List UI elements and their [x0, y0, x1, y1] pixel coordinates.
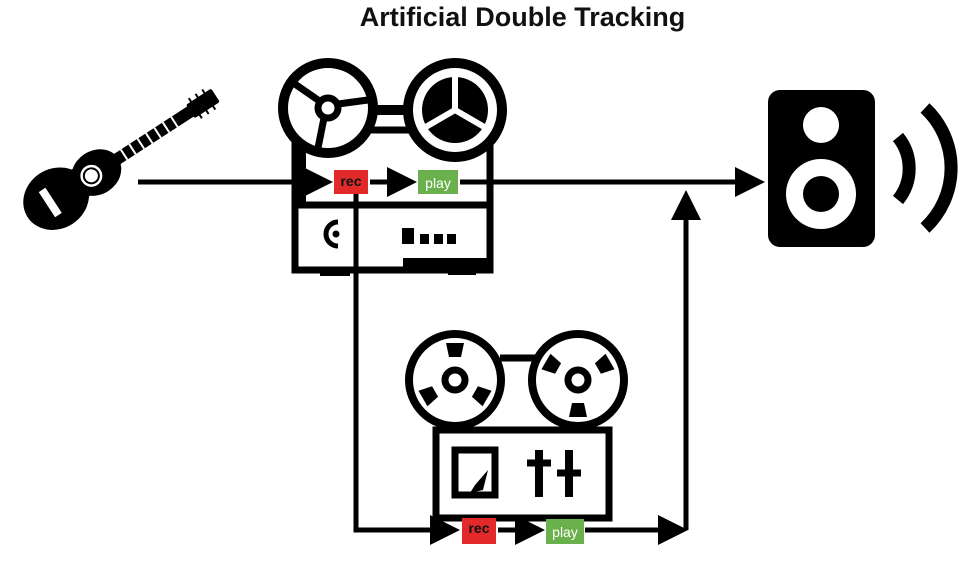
tape-machine-icon: [278, 58, 507, 276]
bottom-play-badge: play: [546, 519, 584, 544]
top-rec-badge: rec: [334, 170, 368, 194]
bottom-rec-label: rec: [468, 520, 489, 536]
guitar-icon: [23, 88, 220, 230]
bottom-rec-badge: rec: [462, 518, 496, 544]
signal-lines: [138, 167, 765, 545]
send-to-second-machine-line: [353, 192, 460, 545]
top-play-badge: play: [418, 170, 458, 194]
speaker-icon: [768, 90, 958, 247]
reel-to-reel-icon: [405, 330, 628, 522]
top-play-label: play: [425, 175, 451, 191]
top-rec-label: rec: [340, 173, 361, 189]
bottom-play-label: play: [552, 524, 578, 540]
diagram-title: Artificial Double Tracking: [359, 2, 686, 32]
